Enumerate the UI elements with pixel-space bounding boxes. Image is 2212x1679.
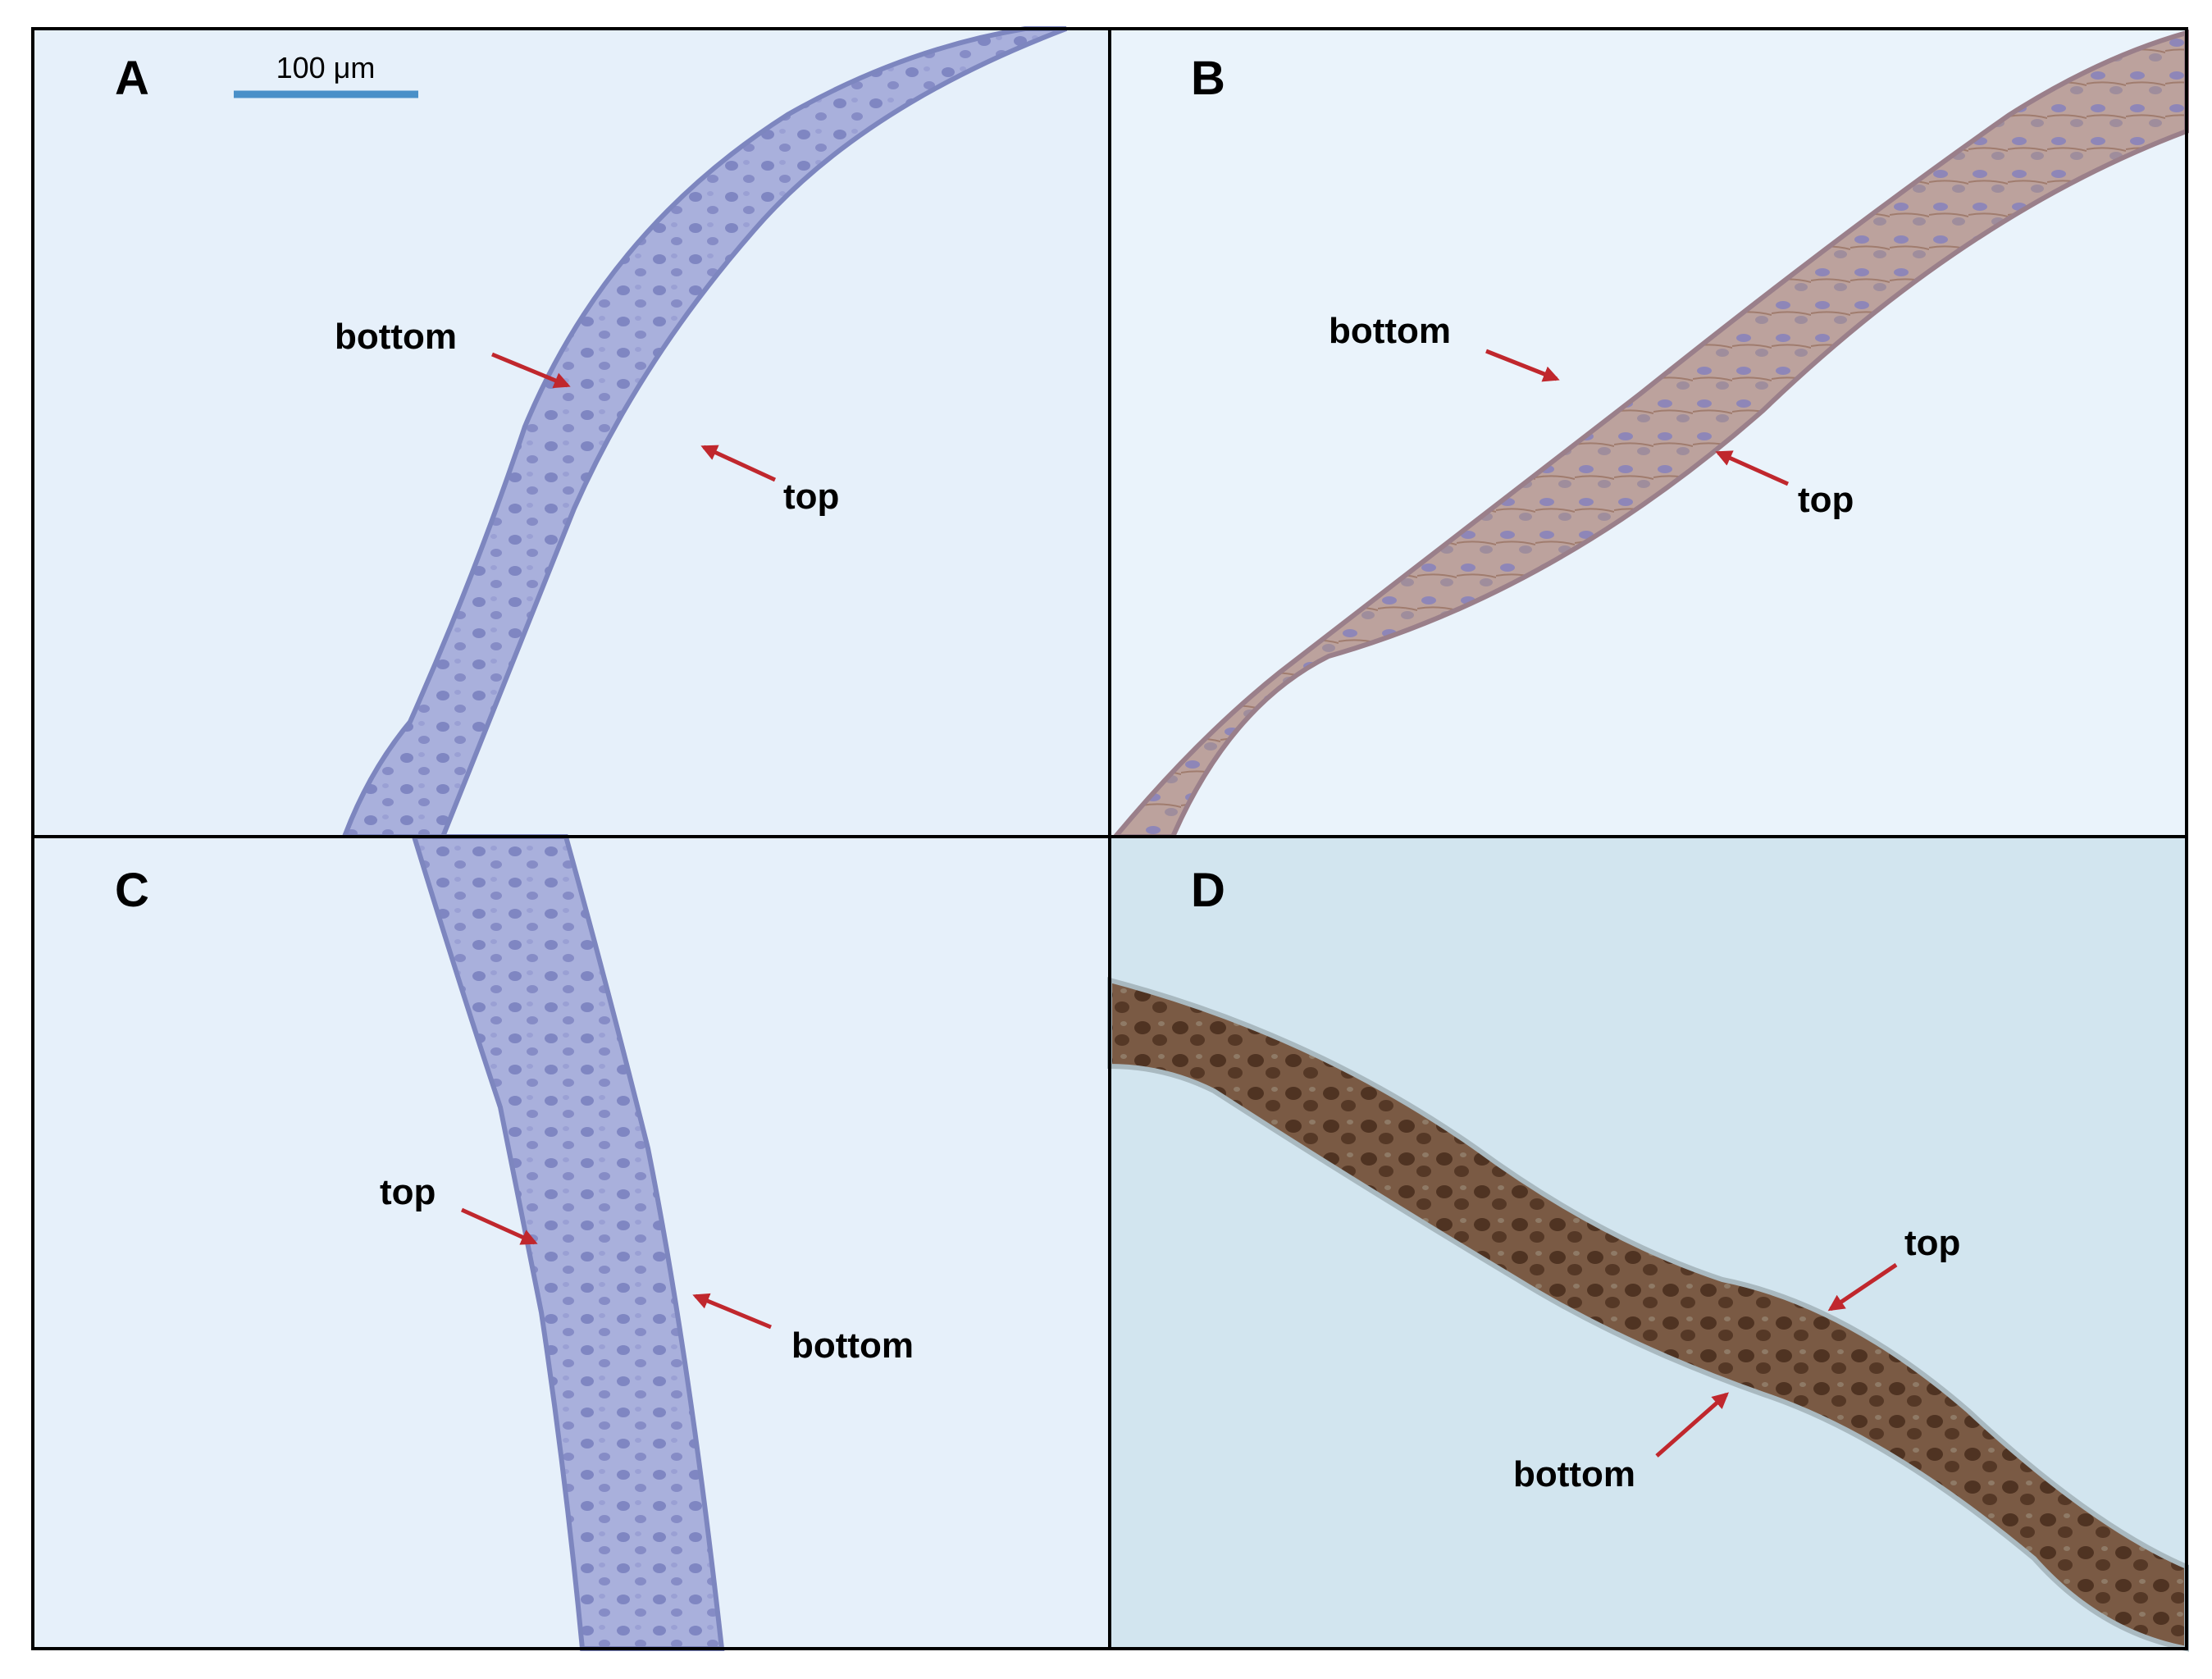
panel-d bbox=[1107, 837, 2189, 1652]
red-arrow-icon bbox=[1485, 349, 1560, 382]
panel-c-label: C bbox=[115, 864, 149, 917]
panel-c-tissue bbox=[410, 834, 725, 1651]
panel-a-annotation-top: top bbox=[783, 477, 839, 517]
panel-b-label: B bbox=[1191, 52, 1225, 105]
panel-a-annotation-bottom: bottom bbox=[335, 317, 457, 357]
red-arrow-icon bbox=[460, 1207, 538, 1245]
red-arrow-icon bbox=[491, 352, 571, 389]
panel-b-tissue bbox=[1110, 30, 2189, 839]
panel-d-annotation-bottom: bottom bbox=[1513, 1454, 1635, 1494]
panel-d-tissue bbox=[1107, 977, 2189, 1652]
red-arrow-icon bbox=[1655, 1392, 1729, 1458]
panel-a-label: A bbox=[115, 52, 149, 105]
panel-a bbox=[33, 26, 1110, 839]
panel-c-annotation-bottom: bottom bbox=[791, 1325, 914, 1366]
red-arrow-icon bbox=[1715, 450, 1790, 486]
scale-bar: 100 μm bbox=[234, 51, 418, 98]
panel-b-annotation-top: top bbox=[1798, 480, 1854, 520]
panel-d-annotation-top: top bbox=[1904, 1223, 1960, 1263]
red-arrow-icon bbox=[1827, 1262, 1898, 1312]
panel-c-annotation-top: top bbox=[380, 1172, 436, 1212]
panel-d-label: D bbox=[1191, 864, 1225, 917]
panel-b-annotation-bottom: bottom bbox=[1329, 311, 1451, 351]
panel-b bbox=[1110, 29, 2189, 839]
panel-a-tissue bbox=[340, 26, 1068, 839]
red-arrow-icon bbox=[700, 445, 777, 482]
red-arrow-icon bbox=[692, 1293, 772, 1330]
panel-c bbox=[33, 834, 1110, 1651]
scale-bar-label: 100 μm bbox=[276, 51, 376, 84]
